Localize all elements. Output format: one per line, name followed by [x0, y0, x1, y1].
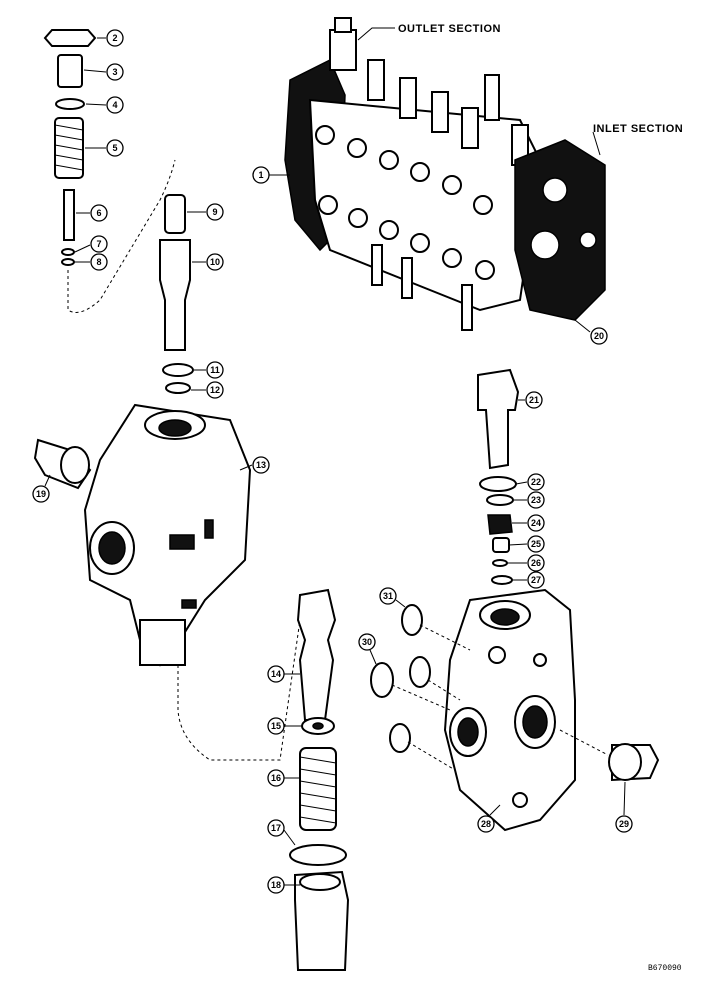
callout-7: 7: [74, 235, 108, 253]
svg-text:24: 24: [531, 518, 541, 528]
callout-2: 2: [97, 29, 124, 47]
svg-text:30: 30: [362, 637, 372, 647]
svg-text:8: 8: [96, 257, 101, 267]
callout-3: 3: [83, 63, 124, 81]
callout-11: 11: [194, 361, 224, 379]
svg-text:14: 14: [271, 669, 281, 679]
plug-29: [559, 729, 660, 782]
callout-17: 17: [267, 819, 296, 846]
o-rings: [370, 604, 471, 771]
svg-text:22: 22: [531, 477, 541, 487]
svg-text:10: 10: [210, 257, 220, 267]
svg-text:29: 29: [619, 819, 629, 829]
callout-8: 8: [75, 253, 108, 271]
callout-13: 13: [239, 456, 270, 474]
svg-text:31: 31: [383, 591, 393, 601]
spring-16: [299, 747, 337, 831]
callout-5: 5: [85, 139, 124, 157]
callout-1: 1: [252, 166, 290, 184]
svg-text:INLET SECTION: INLET SECTION: [593, 123, 683, 135]
svg-text:13: 13: [256, 460, 266, 470]
callout-20: 20: [574, 319, 608, 345]
svg-text:4: 4: [112, 100, 117, 110]
callout-15: 15: [267, 717, 302, 735]
svg-text:OUTLET SECTION: OUTLET SECTION: [398, 23, 501, 35]
svg-text:3: 3: [112, 67, 117, 77]
inlet-section-label: INLET SECTION: [592, 123, 683, 156]
callout-10: 10: [192, 253, 224, 271]
center-fitting-stack: [159, 194, 194, 394]
drawing-code: B670090: [648, 964, 682, 973]
callout-30: 30: [358, 633, 377, 665]
svg-text:25: 25: [531, 539, 541, 549]
callout-6: 6: [76, 204, 108, 222]
callout-4: 4: [85, 96, 124, 114]
valve-body-13: [83, 403, 252, 667]
callout-14: 14: [267, 665, 300, 683]
svg-text:9: 9: [212, 207, 217, 217]
spool-stack: [289, 588, 350, 971]
callout-25: 25: [508, 535, 545, 553]
plug-19: [33, 438, 92, 490]
valve-bank-assembly: [284, 17, 606, 331]
svg-text:5: 5: [112, 143, 117, 153]
callout-16: 16: [267, 769, 300, 787]
callout-28: 28: [477, 804, 501, 833]
outlet-section-label: OUTLET SECTION: [357, 23, 501, 41]
svg-text:20: 20: [594, 331, 604, 341]
relief-valve-stack: [43, 29, 176, 313]
svg-text:15: 15: [271, 721, 281, 731]
svg-text:6: 6: [96, 208, 101, 218]
svg-text:21: 21: [529, 395, 539, 405]
callout-9: 9: [187, 203, 224, 221]
spring-5: [54, 117, 84, 179]
svg-text:2: 2: [112, 33, 117, 43]
callout-21: 21: [518, 391, 543, 409]
svg-text:11: 11: [210, 365, 220, 375]
svg-text:23: 23: [531, 495, 541, 505]
svg-text:18: 18: [271, 880, 281, 890]
svg-text:26: 26: [531, 558, 541, 568]
callout-12: 12: [191, 381, 224, 399]
callout-31: 31: [379, 587, 406, 608]
callout-22: 22: [515, 473, 545, 491]
callout-23: 23: [513, 491, 545, 509]
callout-26: 26: [507, 554, 545, 572]
svg-text:17: 17: [271, 823, 281, 833]
inlet-body-28: [443, 588, 576, 832]
callout-24: 24: [512, 514, 545, 532]
svg-text:1: 1: [258, 170, 263, 180]
svg-text:12: 12: [210, 385, 220, 395]
svg-text:27: 27: [531, 575, 541, 585]
callout-29: 29: [615, 781, 633, 833]
svg-text:7: 7: [96, 239, 101, 249]
callout-27: 27: [512, 571, 545, 589]
callout-19: 19: [32, 474, 51, 503]
callout-18: 18: [267, 876, 300, 894]
svg-text:28: 28: [481, 819, 491, 829]
svg-text:19: 19: [36, 489, 46, 499]
svg-text:16: 16: [271, 773, 281, 783]
bolt-stack: [477, 368, 520, 585]
